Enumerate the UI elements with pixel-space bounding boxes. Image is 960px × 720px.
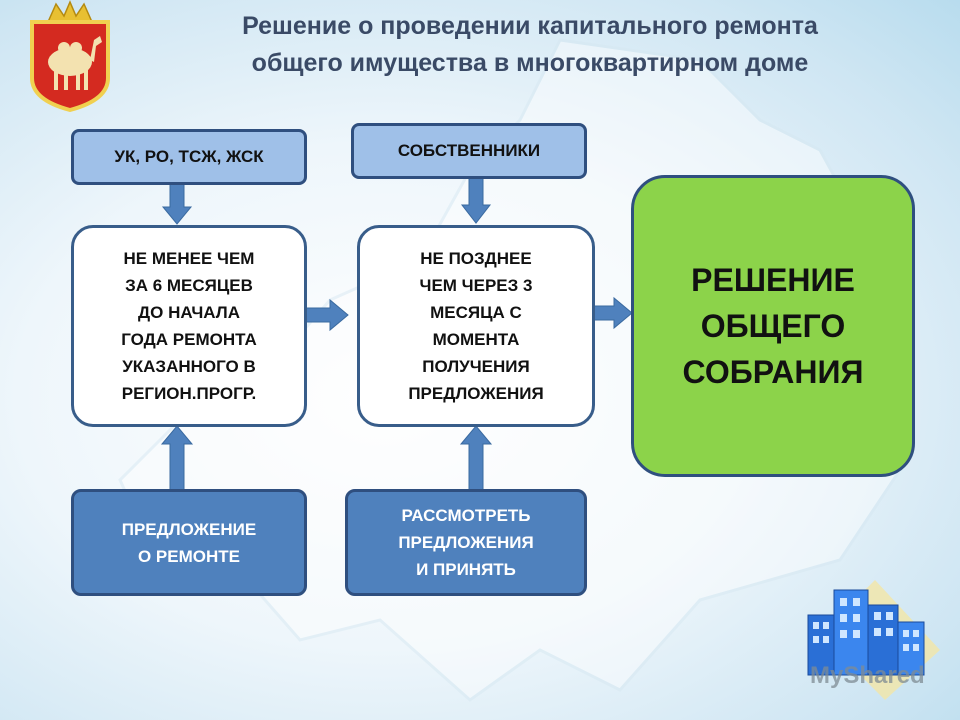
deadline1-line: ДО НАЧАЛА xyxy=(138,303,240,322)
coat-of-arms-icon xyxy=(30,0,110,112)
proposal-box: ПРЕДЛОЖЕНИЕ О РЕМОНТЕ xyxy=(71,489,307,596)
deadline2-line: МЕСЯЦА С xyxy=(430,303,522,322)
buildings-icon xyxy=(807,580,940,700)
deadline2-line: ПОЛУЧЕНИЯ xyxy=(422,357,530,376)
deadline2-line: НЕ ПОЗДНЕЕ xyxy=(420,249,532,268)
title-line-1: Решение о проведении капитального ремонт… xyxy=(242,12,818,40)
review-line: ПРЕДЛОЖЕНИЯ xyxy=(398,533,534,552)
decision-line: ОБЩЕГО xyxy=(700,308,846,344)
decision-line: РЕШЕНИЕ xyxy=(691,262,855,298)
deadline2-line: МОМЕНТА xyxy=(432,330,520,349)
deadline1-line: РЕГИОН.ПРОГР. xyxy=(121,384,257,403)
page-title: Решение о проведении капитального ремонт… xyxy=(150,8,910,82)
owners-box-label: СОБСТВЕННИКИ xyxy=(397,141,541,160)
arrow-down-middle xyxy=(460,177,492,224)
deadline-6-months-box: НЕ МЕНЕЕ ЧЕМ ЗА 6 МЕСЯЦЕВ ДО НАЧАЛА ГОДА… xyxy=(71,225,307,427)
decision-box: РЕШЕНИЕ ОБЩЕГО СОБРАНИЯ xyxy=(631,175,915,477)
review-box: РАССМОТРЕТЬ ПРЕДЛОЖЕНИЯ И ПРИНЯТЬ xyxy=(345,489,587,596)
deadline1-line: ГОДА РЕМОНТА xyxy=(121,330,257,349)
decision-line: СОБРАНИЯ xyxy=(682,354,864,390)
arrow-right-2 xyxy=(593,296,633,330)
watermark: MyShared xyxy=(810,662,925,689)
proposal-line: ПРЕДЛОЖЕНИЕ xyxy=(121,519,257,539)
title-line-2: общего имущества в многоквартирном доме xyxy=(251,49,809,77)
review-line: И ПРИНЯТЬ xyxy=(416,560,516,579)
deadline1-line: НЕ МЕНЕЕ ЧЕМ xyxy=(123,249,255,268)
uk-box: УК, РО, ТСЖ, ЖСК xyxy=(71,129,307,185)
deadline2-line: ПРЕДЛОЖЕНИЯ xyxy=(408,384,544,403)
deadline1-line: ЗА 6 МЕСЯЦЕВ xyxy=(125,276,253,295)
arrow-up-middle xyxy=(459,425,493,491)
deadline2-line: ЧЕМ ЧЕРЕЗ 3 xyxy=(419,276,533,295)
owners-box: СОБСТВЕННИКИ xyxy=(351,123,587,179)
arrow-right-1 xyxy=(305,298,349,332)
arrow-down-left xyxy=(161,183,193,225)
deadline1-line: УКАЗАННОГО В xyxy=(122,357,256,376)
review-line: РАССМОТРЕТЬ xyxy=(401,506,531,525)
deadline-3-months-box: НЕ ПОЗДНЕЕ ЧЕМ ЧЕРЕЗ 3 МЕСЯЦА С МОМЕНТА … xyxy=(357,225,595,427)
proposal-line: О РЕМОНТЕ xyxy=(137,546,240,566)
uk-box-label: УК, РО, ТСЖ, ЖСК xyxy=(114,147,264,166)
arrow-up-left xyxy=(160,425,194,491)
